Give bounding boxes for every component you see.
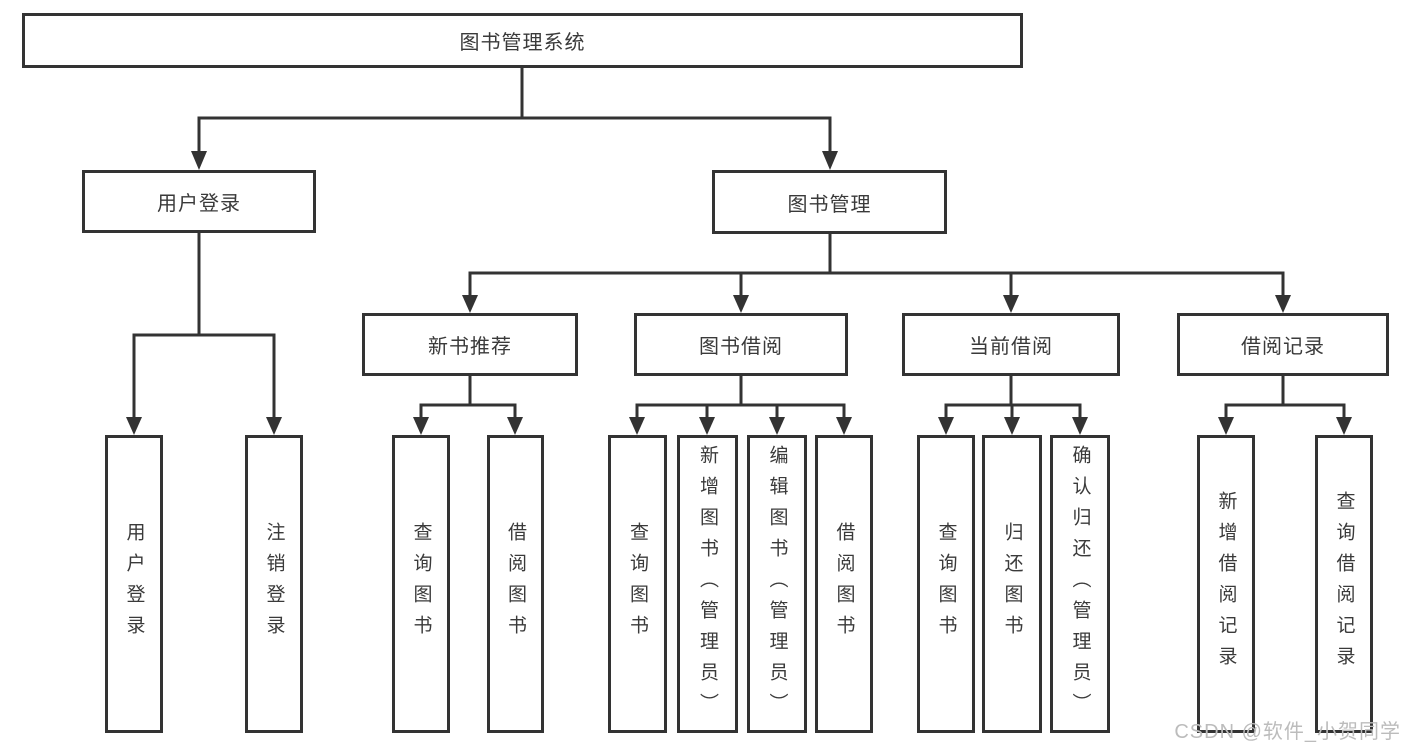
leaf-add-book-admin: 新增图书（管理员） <box>677 435 738 733</box>
leaf-return-book: 归还图书 <box>982 435 1042 733</box>
watermark: CSDN @软件_小贺同学 <box>1174 721 1401 743</box>
node-current-borrow-label: 当前借阅 <box>969 336 1053 358</box>
leaf-query-borrow-record-label: 查询借阅记录 <box>1333 491 1355 677</box>
leaf-query-books-borrow: 查询图书 <box>608 435 667 733</box>
leaf-borrow-books: 借阅图书 <box>815 435 873 733</box>
node-user-login: 用户登录 <box>82 170 316 233</box>
leaf-logout-label: 注销登录 <box>263 522 285 646</box>
leaf-edit-book-admin-label: 编辑图书（管理员） <box>766 444 788 724</box>
node-root-label: 图书管理系统 <box>459 32 586 54</box>
leaf-user-login-label: 用户登录 <box>123 522 145 646</box>
leaf-confirm-return-admin: 确认归还（管理员） <box>1050 435 1110 733</box>
node-new-book-recommend-label: 新书推荐 <box>428 336 512 358</box>
leaf-query-books-current-label: 查询图书 <box>935 522 957 646</box>
node-book-borrow: 图书借阅 <box>634 313 848 376</box>
node-book-borrow-label: 图书借阅 <box>699 336 783 358</box>
leaf-return-book-label: 归还图书 <box>1001 522 1023 646</box>
leaf-add-book-admin-label: 新增图书（管理员） <box>697 444 718 724</box>
leaf-query-books-current: 查询图书 <box>917 435 975 733</box>
leaf-edit-book-admin: 编辑图书（管理员） <box>747 435 807 733</box>
node-user-login-label: 用户登录 <box>157 193 241 215</box>
leaf-logout: 注销登录 <box>245 435 303 733</box>
leaf-user-login: 用户登录 <box>105 435 163 733</box>
node-root: 图书管理系统 <box>22 13 1023 68</box>
node-book-management: 图书管理 <box>712 170 947 234</box>
leaf-query-borrow-record: 查询借阅记录 <box>1315 435 1373 733</box>
leaf-borrow-books-recommend: 借阅图书 <box>487 435 544 733</box>
node-book-management-label: 图书管理 <box>787 193 872 216</box>
node-borrow-records-label: 借阅记录 <box>1241 336 1325 358</box>
leaf-add-borrow-record: 新增借阅记录 <box>1197 435 1255 733</box>
leaf-query-books-recommend-label: 查询图书 <box>410 522 432 646</box>
node-new-book-recommend: 新书推荐 <box>362 313 578 376</box>
node-borrow-records: 借阅记录 <box>1177 313 1389 376</box>
leaf-query-books-borrow-label: 查询图书 <box>627 522 648 646</box>
leaf-add-borrow-record-label: 新增借阅记录 <box>1215 491 1237 677</box>
leaf-query-books-recommend: 查询图书 <box>392 435 450 733</box>
leaf-borrow-books-recommend-label: 借阅图书 <box>505 522 526 646</box>
leaf-confirm-return-admin-label: 确认归还（管理员） <box>1069 444 1091 724</box>
node-current-borrow: 当前借阅 <box>902 313 1120 376</box>
leaf-borrow-books-label: 借阅图书 <box>833 522 855 646</box>
